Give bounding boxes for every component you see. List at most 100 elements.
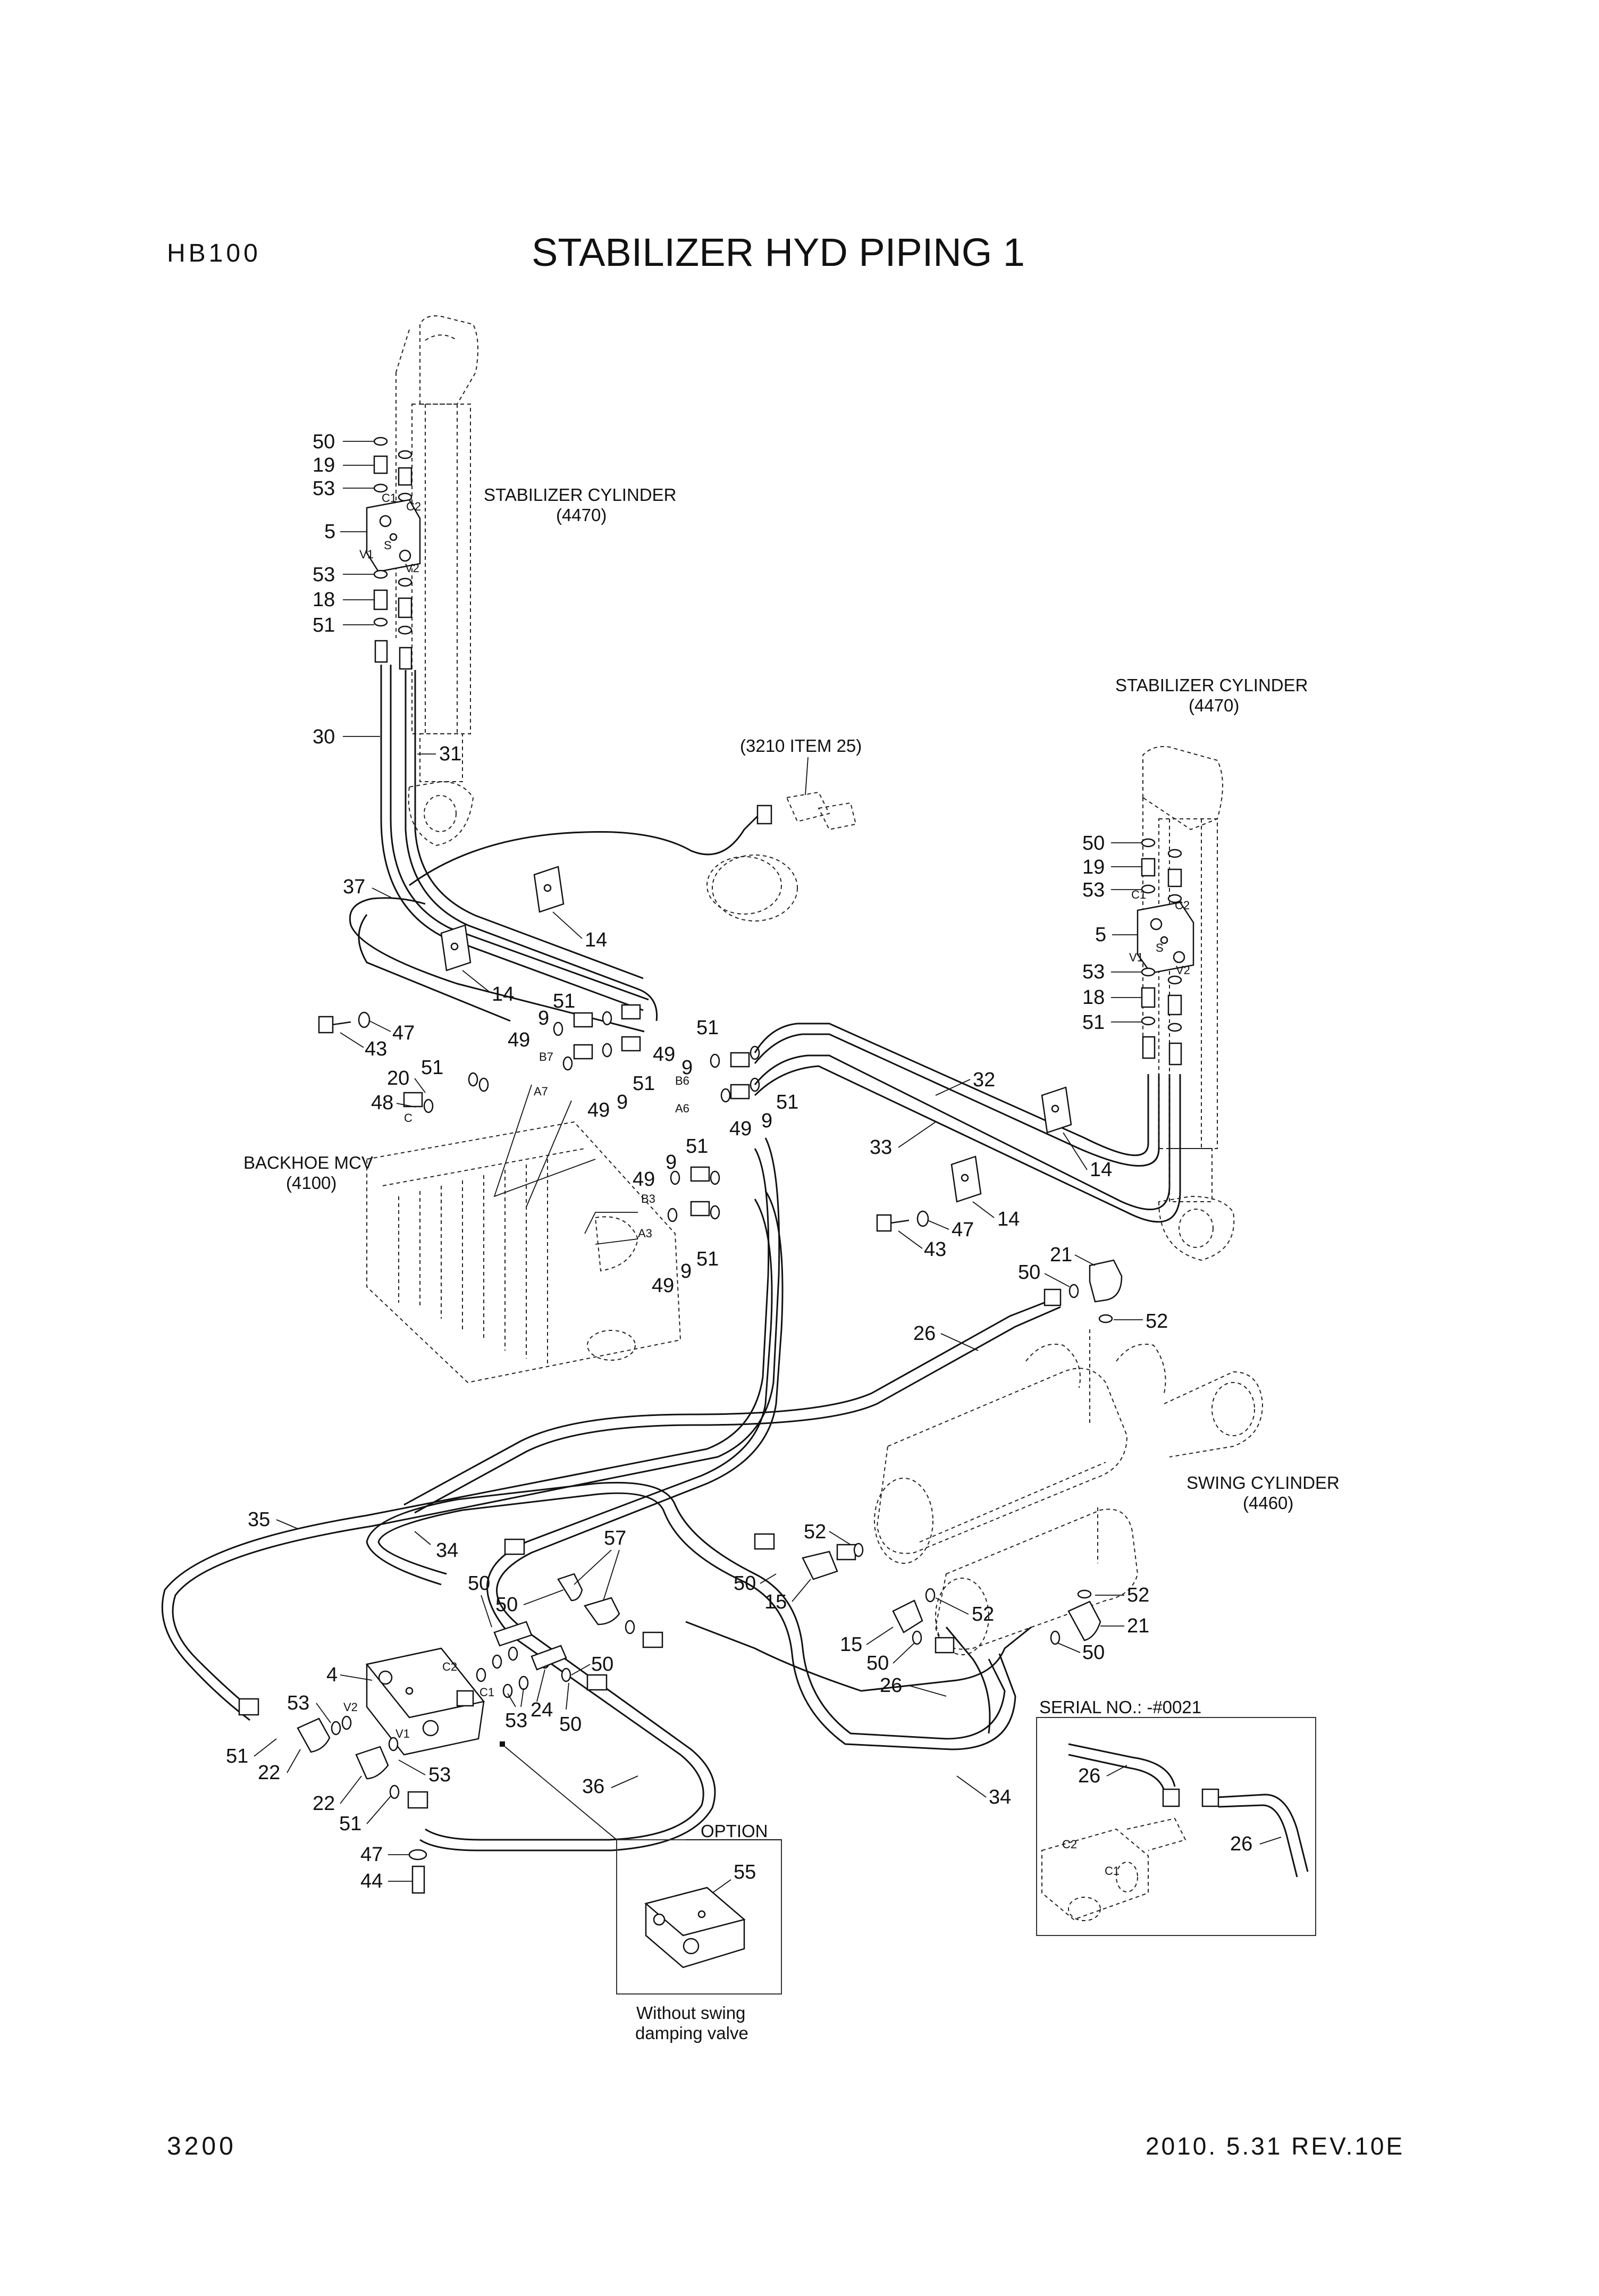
callout-49-a3: 49 [652, 1275, 674, 1297]
stab-cyl-right-label: STABILIZER CYLINDER [1115, 675, 1308, 695]
callout-37: 37 [343, 876, 365, 898]
callout-52-a: 52 [804, 1521, 826, 1543]
port-a7: A7 [534, 1085, 548, 1098]
stab-cyl-left-label: STABILIZER CYLINDER [484, 485, 676, 505]
callout-31: 31 [439, 743, 461, 765]
callout-53-v2: 53 [428, 1764, 451, 1786]
hose-36 [419, 1191, 784, 1851]
callout-5: 5 [324, 521, 335, 543]
port-v1-right: V1 [1129, 951, 1143, 964]
backhoe-mcv [366, 1121, 681, 1384]
callout-50-top: 50 [1018, 1261, 1040, 1284]
callout-5-r: 5 [1095, 924, 1106, 946]
port-c2-left: C2 [406, 500, 421, 513]
callout-33: 33 [870, 1136, 892, 1159]
callout-49-a7: 49 [587, 1099, 610, 1121]
callout-53-r: 53 [1082, 879, 1105, 901]
elbow-21-top [1068, 1259, 1123, 1323]
callout-51-a3: 51 [696, 1248, 719, 1270]
callout-26-bot: 26 [880, 1674, 902, 1697]
port-v2-right: V2 [1176, 963, 1190, 977]
callout-14c: 14 [1090, 1159, 1112, 1181]
callout-50-v3: 50 [591, 1653, 613, 1675]
callout-51-b6: 51 [696, 1017, 719, 1039]
callout-14d: 14 [997, 1208, 1020, 1230]
port-v2-valve: V2 [343, 1700, 358, 1714]
callout-19: 19 [313, 454, 335, 476]
callout-51-v: 51 [226, 1745, 248, 1767]
serial-label: SERIAL NO.: -#0021 [1039, 1697, 1201, 1717]
callout-20: 20 [387, 1067, 409, 1090]
callout-49-b7: 49 [508, 1029, 530, 1051]
option-note-1: Without swing [636, 2003, 745, 2023]
clamp-upper [533, 866, 565, 913]
port-v1-valve: V1 [395, 1727, 410, 1740]
callout-14a: 14 [585, 929, 607, 951]
port-s-right: S [1156, 941, 1164, 954]
callout-51-c: 51 [421, 1057, 443, 1079]
callout-36: 36 [582, 1775, 604, 1798]
stab-cyl-left-code: (4470) [556, 505, 607, 525]
callout-9-b7: 9 [538, 1007, 549, 1029]
callout-50: 50 [313, 431, 335, 453]
callout-30: 30 [313, 726, 335, 748]
page-title: STABILIZER HYD PIPING 1 [532, 230, 1025, 274]
hose-34 [366, 1481, 1006, 1740]
callout-22-v: 22 [258, 1762, 280, 1784]
backhoe-mcv-code: (4100) [286, 1173, 336, 1193]
hose-31 [405, 670, 658, 1021]
port-s-left: S [384, 539, 392, 552]
swing-damping-valve [238, 1538, 663, 1894]
port-b3: B3 [641, 1192, 655, 1205]
callout-50-v2: 50 [495, 1594, 518, 1616]
model-code: HB100 [167, 239, 261, 267]
page-number: 3200 [167, 2132, 237, 2160]
option-box [616, 1839, 782, 1995]
callout-19-r: 19 [1082, 856, 1105, 878]
option-marker [500, 1741, 505, 1747]
port-a6: A6 [675, 1102, 689, 1115]
port-a3: A3 [638, 1227, 652, 1240]
callout-18-r: 18 [1082, 986, 1105, 1009]
callout-43a: 43 [365, 1038, 387, 1060]
callout-44: 44 [360, 1870, 383, 1892]
callout-53-r2: 53 [1082, 961, 1105, 983]
callout-26-top: 26 [913, 1322, 936, 1345]
callout-51-b7: 51 [553, 990, 575, 1012]
callout-52-b: 52 [972, 1603, 994, 1625]
callout-9-b3: 9 [666, 1151, 677, 1174]
callout-53: 53 [313, 477, 335, 500]
callout-51-a6: 51 [776, 1091, 798, 1113]
port-c2-inset: C2 [1062, 1838, 1077, 1851]
right-valve-stack [1137, 838, 1194, 1066]
hose-30 [380, 665, 644, 1011]
callout-51-a7: 51 [633, 1072, 655, 1095]
port-b7: B7 [539, 1050, 553, 1063]
hose-26 [403, 1296, 1058, 1506]
callout-9-a7: 9 [617, 1091, 628, 1113]
callout-21-b: 21 [1127, 1615, 1149, 1637]
callout-51-b3: 51 [686, 1135, 708, 1158]
callout-48: 48 [371, 1092, 393, 1114]
option-note-2: damping valve [635, 2023, 748, 2043]
serial-inset [1036, 1717, 1316, 1936]
callout-14b: 14 [492, 983, 514, 1005]
callout-22-v2: 22 [313, 1792, 335, 1815]
clamp-right-upper [1041, 1086, 1072, 1134]
callout-47a: 47 [392, 1022, 415, 1044]
callout-9-b6: 9 [681, 1057, 693, 1079]
callout-50-v4: 50 [559, 1713, 582, 1736]
stabilizer-cylinder-left [395, 315, 478, 847]
callout-9-a3: 9 [680, 1260, 692, 1283]
port-v2-left: V2 [405, 562, 419, 575]
port-c1-inset: C1 [1105, 1864, 1120, 1878]
callout-51-v2: 51 [339, 1813, 361, 1835]
callout-50-v1: 50 [468, 1572, 490, 1595]
bolt-right [876, 1210, 929, 1232]
stabilizer-cylinder-right [1142, 746, 1235, 1261]
callout-51: 51 [313, 614, 335, 636]
port-b6: B6 [675, 1074, 689, 1087]
port-c: C [404, 1111, 413, 1125]
callout-34-top: 34 [436, 1539, 458, 1562]
